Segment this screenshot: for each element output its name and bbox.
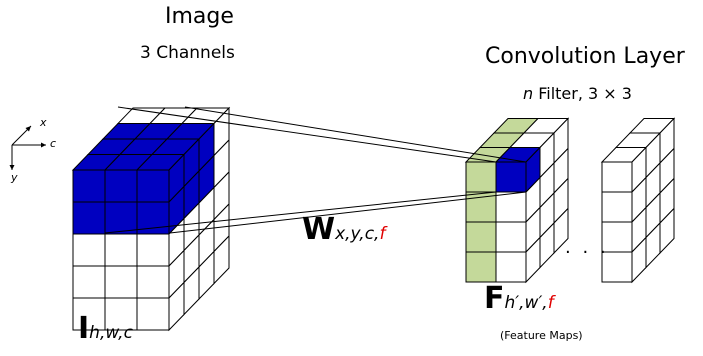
feature-filter-index: f [547,293,554,313]
feature-volume-front-cell [465,191,497,223]
receptive-field-connection [117,106,497,163]
feature-volume-front-cell [495,221,527,253]
input-volume-front-cell [72,233,106,267]
input-volume-front-cell [136,265,170,299]
input-volume-front-cell [136,201,170,235]
image-title: Image [165,4,234,29]
more-filters-ellipsis: · · · [565,242,609,263]
filter-size-text: Filter, 3 × 3 [533,84,632,103]
filter-volume-2-front-cell [601,161,633,193]
feature-base: F [484,281,505,316]
input-subscript: h,w,c [89,323,133,343]
weight-subscript: x,y,c, [335,224,380,244]
filter-volume-2-group [600,117,676,284]
input-volume-front-cell [72,265,106,299]
feature-volume-front-cell [465,221,497,253]
receptive-field-connection [184,106,527,163]
receptive-field-connection [169,191,527,234]
output-neuron [495,161,527,193]
feature-volume-front-cell [465,161,497,193]
input-volume-front-cell [136,233,170,267]
feature-subscript: h′,w′, [504,293,548,313]
axis-y-arrowhead [9,165,15,170]
output-neuron-side [525,146,541,194]
axis-x-label: x [40,116,47,129]
axis-y-label: y [11,171,18,184]
feature-map-symbol: Fh′,w′,f [484,284,554,314]
axis-x-arrowhead [25,126,31,132]
filter-volume-2-front-cell [601,251,633,283]
input-volume-front-cell [72,169,106,203]
input-volume-front-cell [72,201,106,235]
feature-volume-front-cell [495,251,527,283]
axis-c-arrowhead [41,142,46,148]
feature-volume-side-cell [553,207,569,255]
input-volume-front-cell [104,169,138,203]
weight-base: W [302,212,336,247]
conv-filter-label: n Filter, 3 × 3 [523,86,632,102]
filter-count-symbol: n [523,84,534,103]
conv-layer-title: Convolution Layer [485,44,685,69]
input-volume-front-cell [104,233,138,267]
input-symbol: Ih,w,c [78,314,133,344]
input-base: I [78,311,90,346]
weight-symbol: Wx,y,c,f [302,215,385,245]
feature-volume-group [464,117,570,284]
receptive-field-connection [104,191,497,234]
input-volume-front-cell [136,169,170,203]
input-volume-front-cell [104,201,138,235]
filter-volume-2-front-cell [601,191,633,223]
filter-volume-2-side-cell [659,207,675,255]
input-volume-front-cell [104,297,138,331]
axis-c-label: c [50,137,57,150]
feature-maps-caption: (Feature Maps) [500,329,583,342]
input-volume-group [71,106,231,332]
input-volume-front-cell [104,265,138,299]
input-volume-front-cell [136,297,170,331]
filter-volume-2-front-cell [601,221,633,253]
weight-filter-index: f [379,224,386,244]
feature-volume-front-cell [495,191,527,223]
feature-volume-front-cell [465,251,497,283]
input-volume-side-cell [213,234,230,285]
image-channels-label: 3 Channels [140,43,235,63]
